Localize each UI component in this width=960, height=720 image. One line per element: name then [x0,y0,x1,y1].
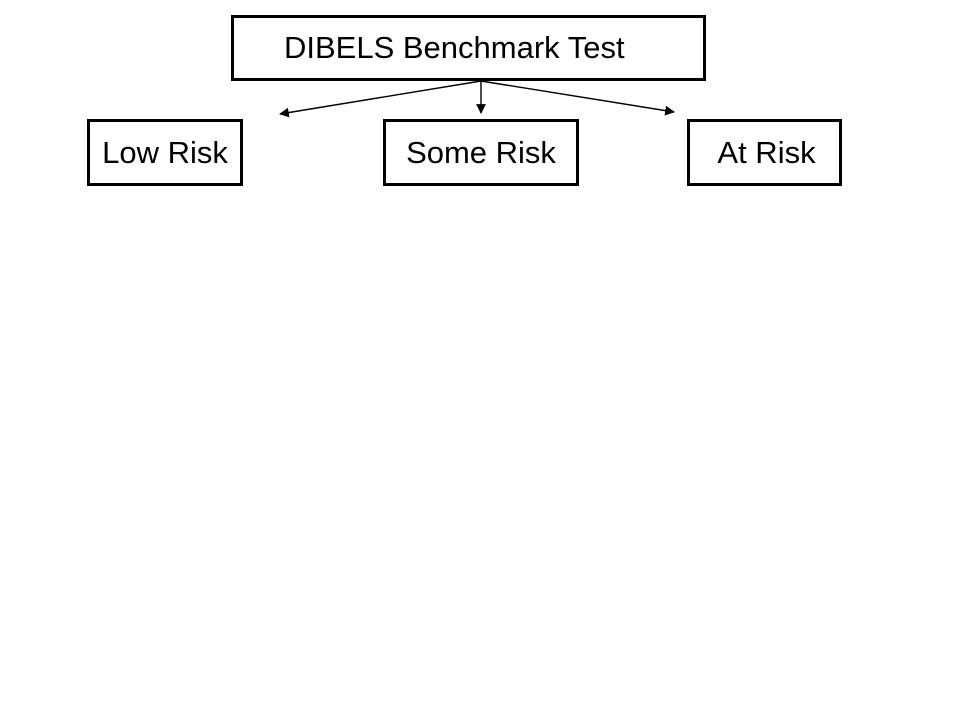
root-node: DIBELS Benchmark Test [231,15,706,81]
node-at-risk-label: At Risk [717,134,816,170]
node-at-risk: At Risk [687,119,842,186]
node-low-risk: Low Risk [87,119,243,186]
node-low-risk-label: Low Risk [102,134,228,170]
node-some-risk: Some Risk [383,119,579,186]
arrow-to-at-risk [480,80,675,116]
root-node-label: DIBELS Benchmark Test [284,30,625,65]
arrow-to-low-risk [279,80,482,118]
node-some-risk-label: Some Risk [406,134,556,170]
